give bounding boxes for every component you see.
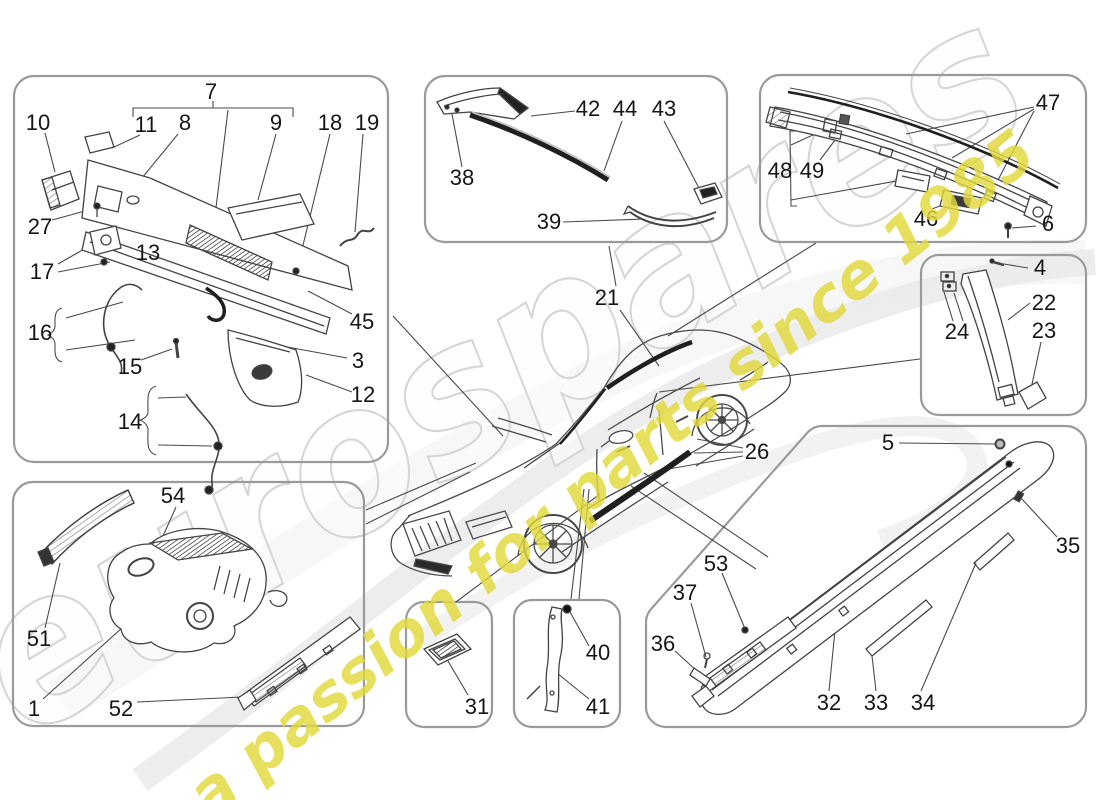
panel-box-engine-cover <box>11 480 366 728</box>
roof-moulding-strip <box>605 339 693 390</box>
small-lid-drawing <box>422 633 473 666</box>
panel-box-bracket <box>512 598 622 729</box>
callout-45: 45 <box>349 309 375 334</box>
panel-boxes <box>11 73 1088 729</box>
callout-leader-lines <box>42 101 1058 703</box>
callout-21: 21 <box>594 285 620 310</box>
callout-26: 26 <box>744 439 770 464</box>
swoosh-curve <box>48 239 1086 719</box>
callout-8: 8 <box>178 110 192 135</box>
callout-22: 22 <box>1031 290 1057 315</box>
callout-49: 49 <box>799 158 825 183</box>
callout-40: 40 <box>585 640 611 665</box>
callout-1: 1 <box>27 696 41 721</box>
cowl-shield-drawing <box>41 131 375 495</box>
tagline-watermark: a passion for parts since 1985 <box>173 115 1049 800</box>
callout-43: 43 <box>651 96 677 121</box>
callout-5: 5 <box>881 430 895 455</box>
callout-17: 17 <box>29 259 55 284</box>
panel-box-cowl <box>12 74 390 464</box>
callout-39: 39 <box>536 209 562 234</box>
callout-12: 12 <box>350 382 376 407</box>
callout-34: 34 <box>910 690 936 715</box>
callout-7: 7 <box>204 79 218 104</box>
a-pillar-trim-strip <box>559 388 606 445</box>
sill-strip <box>588 449 692 524</box>
callout-11: 11 <box>134 112 158 137</box>
vehicle-drawing <box>390 329 792 577</box>
callout-14: 14 <box>117 409 143 434</box>
callout-16: 16 <box>27 320 53 345</box>
panel-box-small-lid <box>404 600 494 729</box>
callout-27: 27 <box>27 214 53 239</box>
callout-36: 36 <box>650 631 676 656</box>
callout-13: 13 <box>135 240 161 265</box>
panel-box-pillar-trim <box>919 253 1088 417</box>
callout-33: 33 <box>863 690 889 715</box>
pillar-trim-drawing <box>940 258 1047 410</box>
rear-crossmember-drawing <box>765 87 1061 238</box>
engine-cover-drawing <box>37 489 361 712</box>
callout-46: 46 <box>913 206 939 231</box>
callout-10: 10 <box>25 110 51 135</box>
callout-4: 4 <box>1033 255 1047 280</box>
front-wheel-spokes <box>534 525 572 563</box>
panel-box-rear-crossmember <box>758 73 1088 244</box>
callout-53: 53 <box>703 551 729 576</box>
callout-52: 52 <box>108 696 134 721</box>
brand-watermark: eurospares <box>0 0 1068 784</box>
sill-cover-drawing <box>689 438 1055 715</box>
rear-wheel-spokes <box>706 404 738 436</box>
callout-54: 54 <box>160 483 186 508</box>
callout-23: 23 <box>1031 318 1057 343</box>
panel-box-sill-cover <box>644 424 1088 729</box>
callout-19: 19 <box>354 110 380 135</box>
callout-44: 44 <box>612 96 638 121</box>
box-connector-lines <box>365 242 921 603</box>
callout-9: 9 <box>269 110 283 135</box>
callout-15: 15 <box>117 354 143 379</box>
callout-38: 38 <box>449 165 475 190</box>
callout-42: 42 <box>575 96 601 121</box>
swoosh-curve <box>414 416 987 649</box>
callout-6: 6 <box>1041 211 1055 236</box>
callout-37: 37 <box>672 580 698 605</box>
bracket-drawing <box>526 604 572 713</box>
callout-24: 24 <box>944 319 970 344</box>
callout-47: 47 <box>1035 90 1061 115</box>
callout-18: 18 <box>317 110 343 135</box>
swoosh-curve <box>132 249 1096 791</box>
callout-41: 41 <box>585 694 611 719</box>
callout-31: 31 <box>464 694 490 719</box>
callout-3: 3 <box>351 348 365 373</box>
panel-box-windscreen-trim <box>423 74 729 244</box>
callout-48: 48 <box>767 158 793 183</box>
callout-32: 32 <box>816 690 842 715</box>
windscreen-trim-drawing <box>436 86 723 228</box>
callout-51: 51 <box>26 626 52 651</box>
callout-35: 35 <box>1055 533 1081 558</box>
